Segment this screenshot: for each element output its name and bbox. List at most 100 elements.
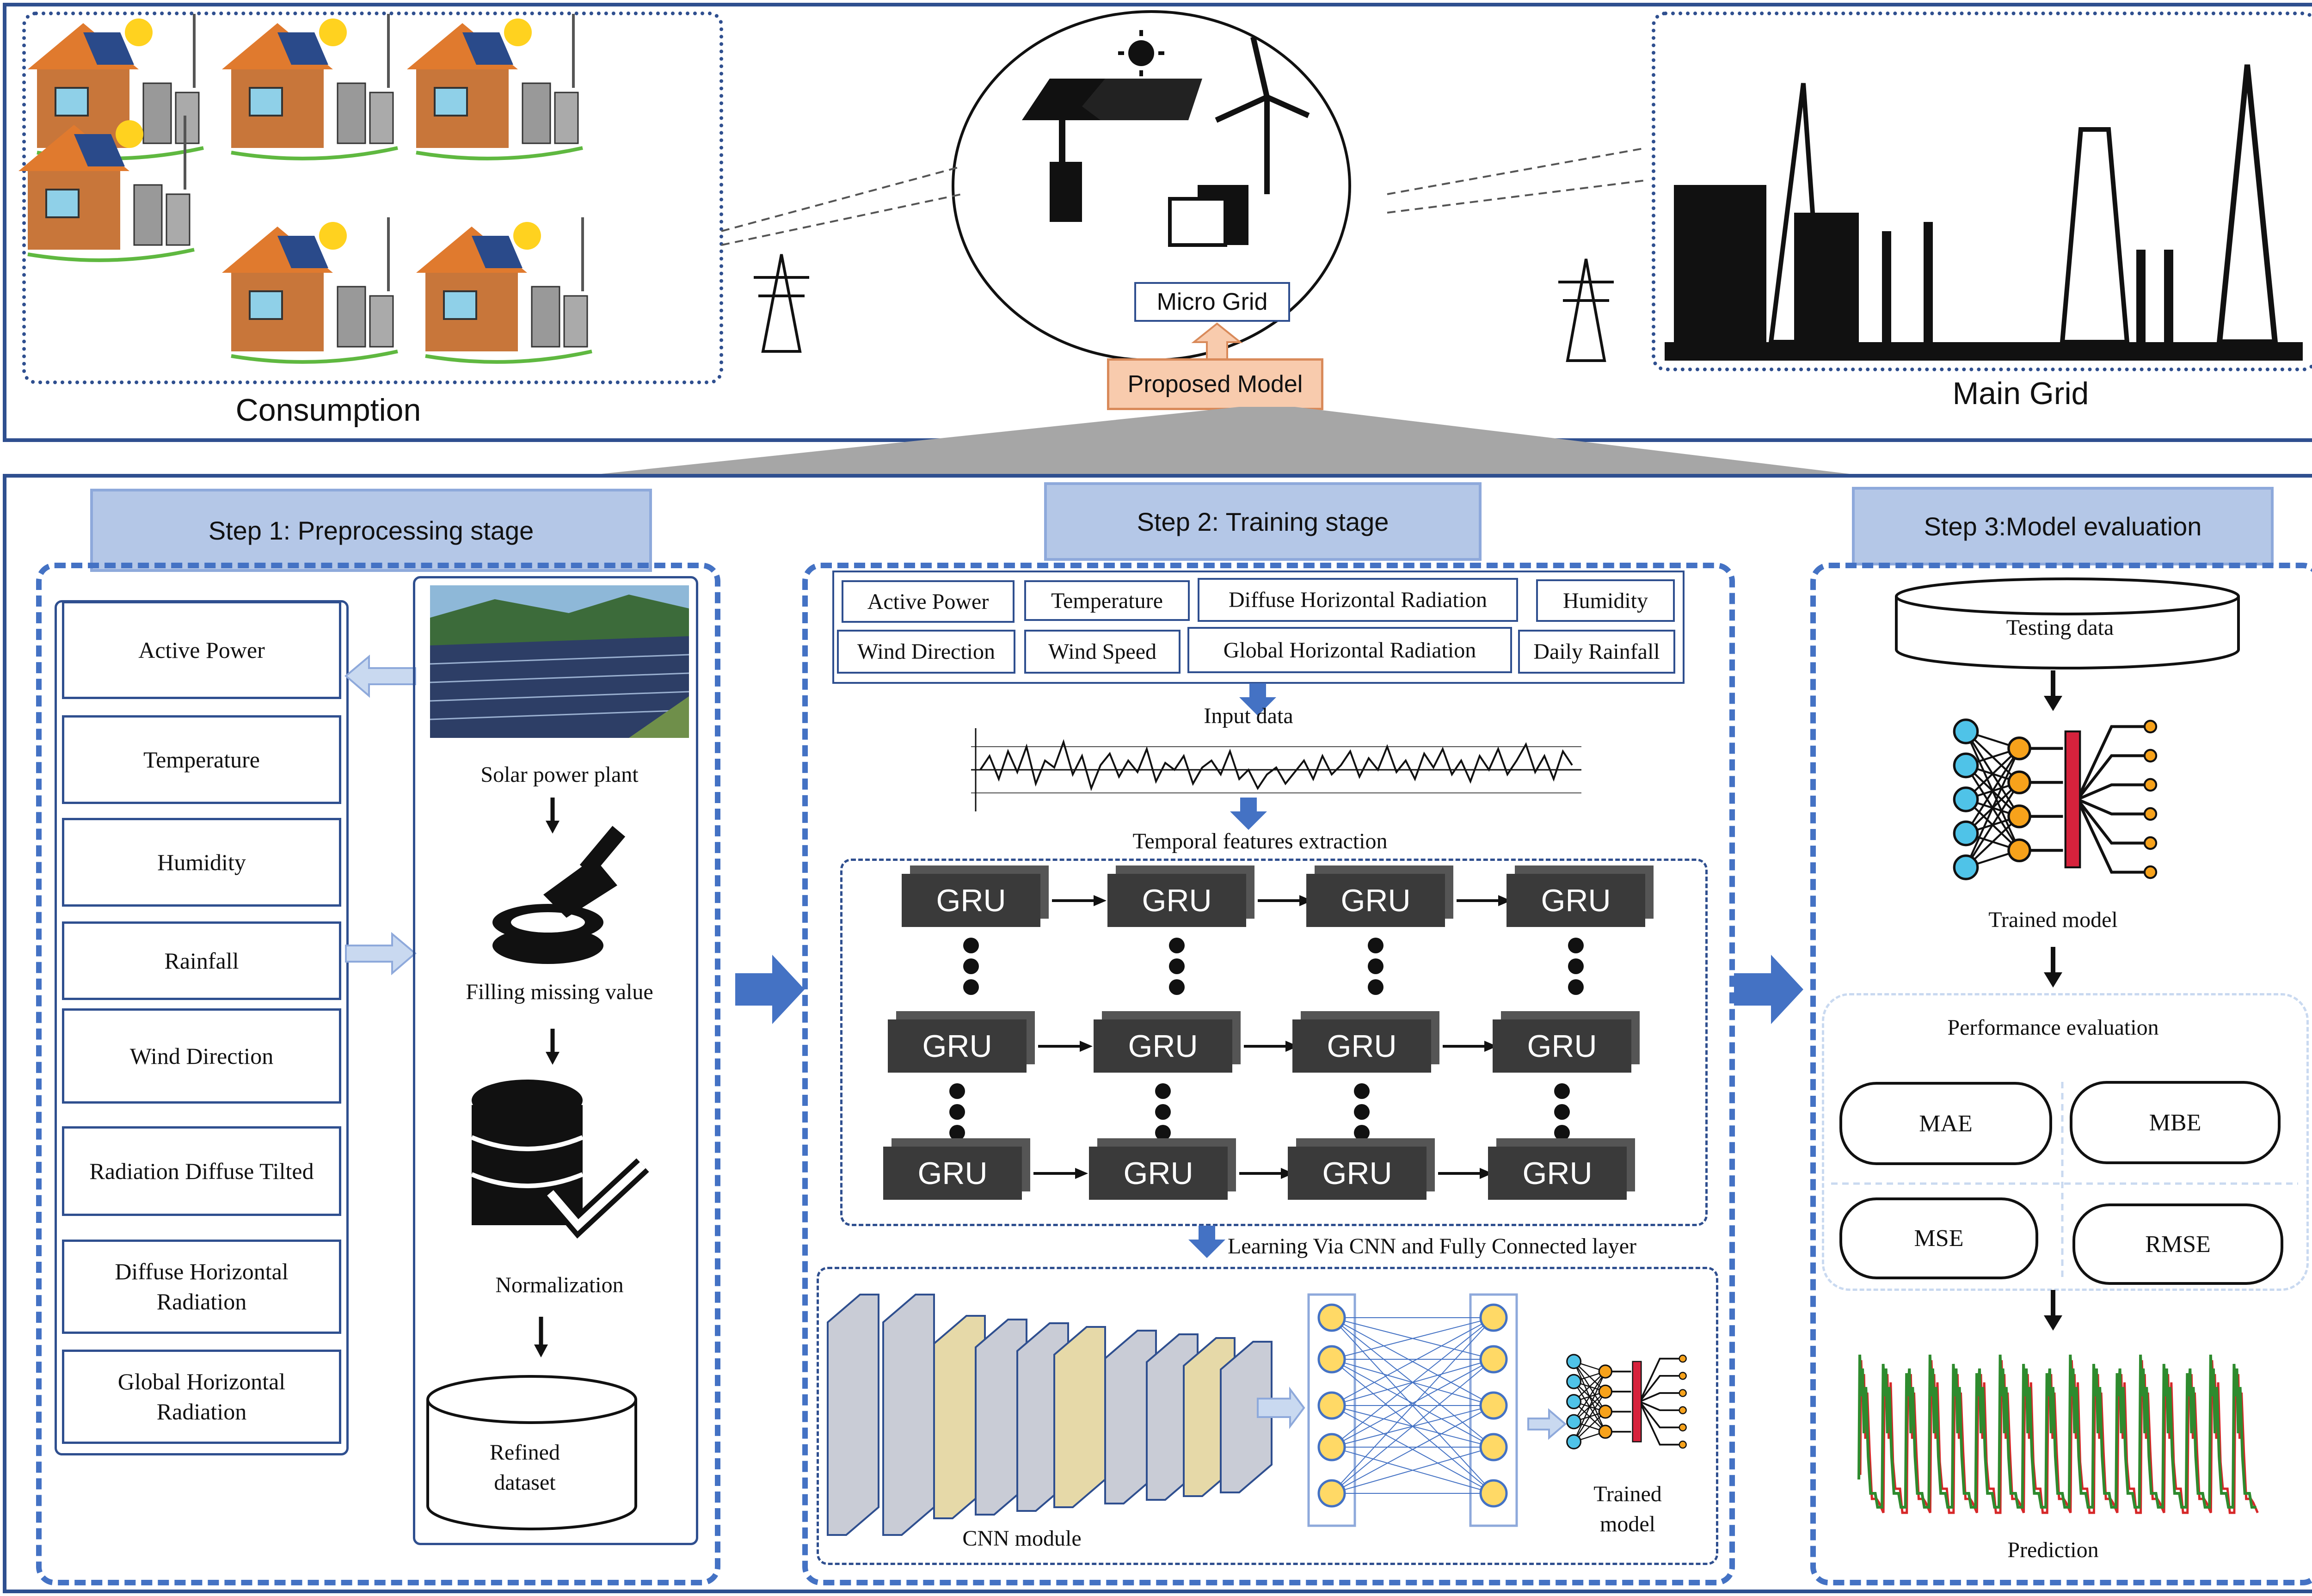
net-node (1953, 820, 1979, 847)
gru-dots (1554, 1083, 1570, 1141)
substation-illustration (1665, 64, 2303, 361)
fc-connection (1331, 1359, 1494, 1494)
bottom-panel (3, 474, 2312, 1593)
consumption-label: Consumption (235, 393, 421, 428)
down-arrow-blue (1188, 1226, 1225, 1258)
input-wind-speed: Wind Speed (1024, 630, 1181, 674)
input-data-label: Input data (1204, 704, 1293, 728)
fc-node (1479, 1303, 1508, 1332)
step3-container (1810, 563, 2312, 1585)
step2-container (802, 563, 1735, 1585)
gru-dots (963, 938, 979, 995)
refined-database-icon (426, 1375, 637, 1530)
net-node (1953, 786, 1979, 812)
fc-node (1479, 1345, 1508, 1374)
gru-cell: GRU (888, 1019, 1027, 1073)
net-node (2143, 749, 2158, 763)
metric-mae: MAE (1839, 1082, 2052, 1165)
cnn-layer (1220, 1341, 1273, 1493)
net-node (1598, 1384, 1612, 1399)
fc-connection (1331, 1317, 1494, 1448)
normalization-label: Normalization (495, 1273, 624, 1297)
input-global-horizontal: Global Horizontal Radiation (1187, 627, 1512, 673)
metric-mbe: MBE (2070, 1081, 2281, 1164)
net-node (2007, 804, 2031, 829)
gru-module (840, 859, 1708, 1226)
net-node (1679, 1406, 1687, 1414)
zoom-connector (601, 407, 1850, 474)
gru-dots (1368, 938, 1384, 995)
net-node (1953, 752, 1979, 779)
gru-cell: GRU (1288, 1147, 1427, 1200)
arrow-down (2044, 1290, 2062, 1331)
main-grid-label: Main Grid (1952, 376, 2089, 411)
cnn-layer (827, 1294, 879, 1536)
microgrid-illustration (1022, 30, 1310, 247)
main-grid-box (1652, 12, 2312, 371)
feature-humidity: Humidity (62, 818, 341, 907)
fc-node (1317, 1391, 1346, 1420)
net-node (2143, 719, 2158, 734)
gru-cell: GRU (1306, 874, 1445, 927)
fully-connected-layer (1257, 1293, 1518, 1527)
step-arrow-1 (735, 955, 805, 1024)
houses-illustration (28, 14, 721, 384)
cnn-module-label: CNN module (962, 1526, 1082, 1551)
arrow-down (534, 1317, 548, 1357)
step1-header: Step 1: Preprocessing stage (90, 489, 652, 572)
trained-model-label-step2: Trained model (1593, 1482, 1662, 1536)
gru-dots (949, 1083, 965, 1141)
cnn-layer (882, 1294, 935, 1536)
gru-cell: GRU (1292, 1019, 1431, 1073)
fc-connection (1331, 1317, 1494, 1360)
tower-icon (754, 254, 809, 353)
feature-rainfall: Rainfall (62, 921, 341, 1000)
net-node (2143, 836, 2158, 850)
arrow-down (2044, 670, 2062, 711)
fc-node (1317, 1479, 1346, 1508)
solar-plant-label: Solar power plant (480, 762, 639, 787)
input-daily-rainfall: Daily Rainfall (1518, 630, 1675, 674)
gru-arrow (1438, 1167, 1493, 1179)
fc-node (1479, 1479, 1508, 1508)
gru-cell: GRU (1506, 874, 1645, 927)
sun-icon (1128, 40, 1154, 66)
transmission-lines (721, 147, 1647, 362)
net-node (1566, 1374, 1582, 1389)
temporal-features-label: Temporal features extraction (1132, 829, 1388, 853)
fc-connection (1331, 1405, 1494, 1494)
net-node (1566, 1414, 1582, 1430)
gru-cell: GRU (1094, 1019, 1232, 1073)
chip-icon (1168, 197, 1227, 247)
metric-separators (1831, 1082, 2298, 1281)
feature-temperature: Temperature (62, 715, 341, 804)
filling-missing-label: Filling missing value (466, 980, 653, 1004)
step3-header: Step 3:Model evaluation (1852, 487, 2274, 565)
net-node (1566, 1354, 1582, 1369)
net-node (1598, 1424, 1612, 1439)
fc-node (1317, 1303, 1346, 1332)
input-signal-plot (971, 728, 1581, 811)
solar-plant-photo (430, 585, 689, 738)
gru-dots (1354, 1083, 1370, 1141)
net-node (2143, 778, 2158, 792)
brush-icon (492, 826, 626, 964)
down-arrow-blue (1239, 683, 1276, 716)
metric-rmse: RMSE (2072, 1203, 2283, 1285)
fc-connection (1331, 1447, 1494, 1494)
cnn-module-box (817, 1267, 1718, 1565)
fc-node (1479, 1433, 1508, 1461)
wind-turbine-icon (1215, 36, 1310, 194)
net-node (2007, 770, 2031, 794)
trained-model-icon-small (1566, 1354, 1687, 1449)
gru-cell: GRU (1089, 1147, 1228, 1200)
net-node (1953, 718, 1979, 744)
net-node (2007, 737, 2031, 761)
gru-arrow (1239, 1167, 1294, 1179)
fc-node (1317, 1345, 1346, 1374)
gru-dots (1568, 938, 1584, 995)
net-node (1679, 1389, 1687, 1397)
step2-header: Step 2: Training stage (1044, 482, 1482, 561)
gru-dots (1155, 1083, 1171, 1141)
feature-radiation-diffuse-tilted: Radiation Diffuse Tilted (62, 1126, 341, 1216)
